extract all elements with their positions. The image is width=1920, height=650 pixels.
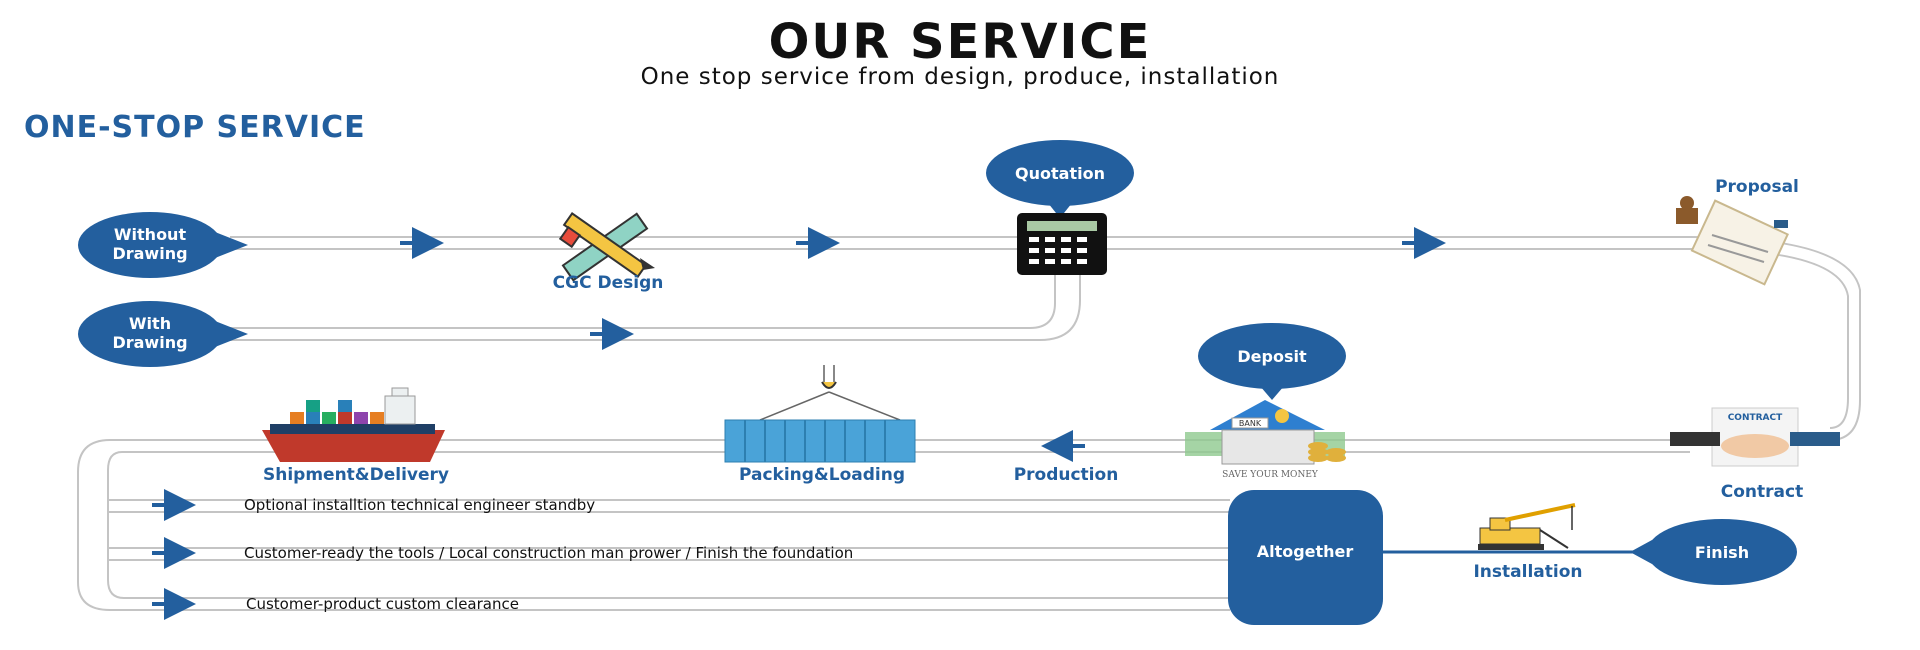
start-node-label-line1: With xyxy=(129,314,171,333)
handshake-contract-icon: CONTRACT xyxy=(1670,407,1840,467)
start-node-without-drawing: Without Drawing xyxy=(78,212,248,278)
document-stamp-icon xyxy=(1676,196,1789,286)
step-label-shipment: Shipment&Delivery xyxy=(263,465,449,485)
page-subtitle: One stop service from design, produce, i… xyxy=(640,64,1280,90)
bank-money-icon: BANK SAVE YOUR MONEY xyxy=(1185,400,1346,480)
bubble-label: Finish xyxy=(1695,543,1749,562)
start-node-label-line2: Drawing xyxy=(112,333,187,352)
bubble-finish: Finish xyxy=(1630,519,1797,585)
step-label-contract: Contract xyxy=(1721,482,1803,502)
note-text: Optional installtion technical engineer … xyxy=(244,496,595,514)
cargo-ship-icon xyxy=(262,387,445,462)
bubble-quotation: Quotation xyxy=(986,140,1134,218)
bubble-label: Altogether xyxy=(1257,542,1354,561)
step-label-packing: Packing&Loading xyxy=(739,465,905,485)
note-text: Customer-product custom clearance xyxy=(246,595,519,613)
bubble-altogether: Altogether xyxy=(1228,490,1383,625)
step-label-cgc-design: CGC Design xyxy=(553,273,664,293)
crane-vehicle-icon xyxy=(1478,503,1576,550)
bank-caption-text: SAVE YOUR MONEY xyxy=(1222,470,1319,480)
pencil-ruler-icon xyxy=(558,212,655,282)
crane-container-icon xyxy=(724,365,916,463)
bubble-label: Quotation xyxy=(1015,164,1105,183)
step-label-installation: Installation xyxy=(1473,562,1582,582)
bubble-deposit: Deposit xyxy=(1198,323,1346,400)
start-node-label-line2: Drawing xyxy=(112,244,187,263)
note-text: Customer-ready the tools / Local constru… xyxy=(244,544,853,562)
step-label-production: Production xyxy=(1014,465,1119,485)
flow-arrows xyxy=(152,227,1446,620)
page-title: OUR SERVICE xyxy=(768,14,1152,70)
bubble-label: Deposit xyxy=(1237,347,1307,366)
start-node-with-drawing: With Drawing xyxy=(78,301,248,367)
flow-lines xyxy=(77,236,1861,611)
contract-doc-text: CONTRACT xyxy=(1728,413,1783,423)
start-node-label-line1: Without xyxy=(114,225,187,244)
step-label-proposal: Proposal xyxy=(1715,177,1799,197)
calculator-icon xyxy=(1017,213,1107,275)
bank-sign-text: BANK xyxy=(1239,419,1262,428)
section-title: ONE-STOP SERVICE xyxy=(24,110,366,145)
